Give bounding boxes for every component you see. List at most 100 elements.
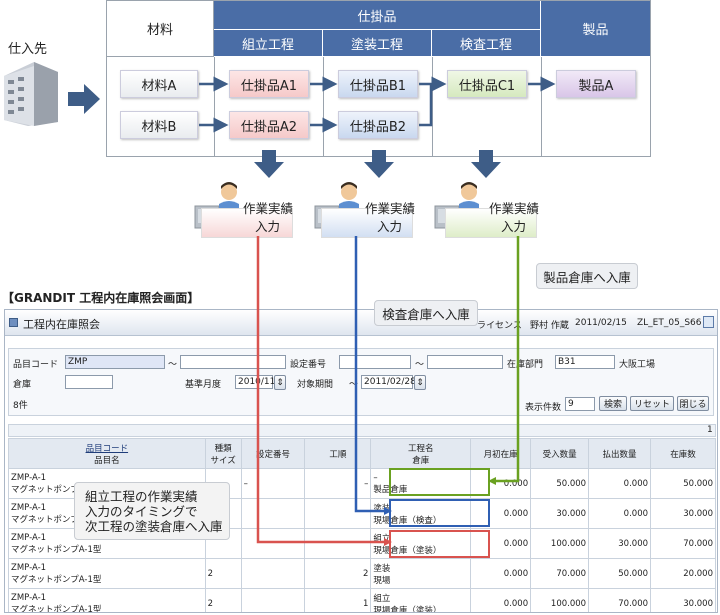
- serial-to-input[interactable]: [427, 355, 503, 369]
- cell-received: 30.000: [530, 498, 590, 529]
- cell-item-code: ZMP-A-1: [11, 502, 47, 513]
- header-material: 材料: [107, 1, 214, 57]
- work-result-line1: 作業実績: [489, 201, 540, 216]
- cell-process-warehouse-pname: 組立: [373, 593, 391, 604]
- item-code-to-input[interactable]: [180, 355, 286, 369]
- cell-process: –: [304, 468, 372, 499]
- cell-stock: 30.000: [650, 588, 716, 612]
- reset-button[interactable]: リセット: [630, 396, 674, 411]
- assembly-note-line3: 次工程の塗装倉庫へ入庫: [85, 518, 223, 534]
- col-item-code[interactable]: 品目コード: [85, 443, 129, 454]
- cell-process-warehouse-wh: 現場: [373, 575, 391, 586]
- column-divider: [541, 57, 542, 157]
- pager-bar: [8, 424, 716, 437]
- warehouse-label: 倉庫: [13, 380, 32, 390]
- column-divider: [432, 57, 433, 157]
- col-process-name: 工程名: [408, 443, 434, 454]
- screen-title: 工程内在庫照会: [23, 318, 100, 331]
- cell-item-code: ZMP-A-1: [11, 592, 47, 603]
- location-code-input[interactable]: B31: [555, 355, 615, 369]
- item-code-label: 品目コード: [13, 360, 59, 370]
- inventory-screen: 工程内在庫照会 ライセンス 野村 作蔵 2011/02/15 ZL_ET_05_…: [4, 309, 718, 613]
- warehouse-input[interactable]: [65, 375, 113, 389]
- cell-process-warehouse-pname: 組立: [373, 533, 391, 544]
- cell-process: 1: [304, 588, 372, 612]
- col-item-name: 品目名: [94, 455, 120, 466]
- cell-serial: [240, 528, 306, 559]
- header-inspection: 検査工程: [432, 30, 541, 57]
- close-button[interactable]: 閉じる: [677, 396, 709, 411]
- base-month-input[interactable]: 2010/11: [235, 375, 275, 389]
- col-process: 工順: [304, 438, 372, 469]
- cell-process-warehouse: 組立現場倉庫（塗装）: [370, 588, 472, 612]
- work-result-line2: 入力: [377, 219, 403, 234]
- assembly-note-line1: 組立工程の作業実績: [85, 488, 198, 504]
- period-stepper[interactable]: ⇕: [414, 375, 426, 390]
- serial-label: 設定番号: [290, 360, 327, 370]
- base-month-stepper[interactable]: ⇕: [274, 375, 286, 390]
- down-arrow-icon: [471, 150, 501, 178]
- work-result-line2: 入力: [501, 219, 527, 234]
- cell-issued: 30.000: [588, 528, 652, 559]
- work-result-assembly: 作業実績 入力: [193, 180, 293, 240]
- col-size: サイズ: [210, 455, 236, 466]
- node-product-a: 製品A: [556, 70, 636, 98]
- cell-item-name: マグネットポンプA-1型: [11, 544, 102, 555]
- cell-received: 100.000: [530, 588, 590, 612]
- license-link[interactable]: ライセンス: [477, 321, 522, 331]
- col-serial: 設定番号: [240, 438, 306, 469]
- item-code-input[interactable]: ZMP: [65, 355, 165, 369]
- search-button[interactable]: 検索: [599, 396, 627, 411]
- col-opening: 月初在庫: [470, 438, 532, 469]
- work-result-painting: 作業実績 入力: [313, 180, 415, 240]
- screen-title-icon: [9, 318, 18, 327]
- cell-received: 50.000: [530, 468, 590, 499]
- supplier-label: 仕入先: [8, 42, 48, 57]
- display-count-select[interactable]: 9: [565, 397, 595, 411]
- cell-received: 100.000: [530, 528, 590, 559]
- header-assembly: 組立工程: [214, 30, 323, 57]
- user-name: 野村 作蔵: [530, 321, 569, 331]
- header-product: 製品: [541, 1, 650, 57]
- cell-item-code: ZMP-A-1: [11, 532, 47, 543]
- cell-item-name: マグネットポンプA-1型: [11, 604, 102, 613]
- node-wip-c1: 仕掛品C1: [447, 70, 527, 98]
- callout-assembly-note: 組立工程の作業実績 入力のタイミングで 次工程の塗装倉庫へ入庫: [74, 482, 230, 540]
- current-date: 2011/02/15: [575, 318, 627, 328]
- building-icon: [4, 62, 58, 126]
- cell-type: 2: [204, 588, 242, 612]
- down-arrow-icon: [254, 150, 284, 178]
- period-label: 対象期間: [297, 380, 334, 390]
- work-result-line2: 入力: [255, 219, 281, 234]
- help-icon[interactable]: [703, 316, 714, 328]
- flow-arrows: [199, 76, 556, 133]
- location-name: 大阪工場: [619, 360, 656, 370]
- period-to-input[interactable]: 2011/02/28: [361, 375, 416, 389]
- cell-item-name: マグネットポンプA-1型: [11, 514, 102, 525]
- range-tilde: ～: [415, 360, 425, 370]
- col-stock: 在庫数: [650, 438, 716, 469]
- node-wip-b2: 仕掛品B2: [338, 111, 418, 139]
- work-result-label: [321, 208, 413, 238]
- cell-issued: 70.000: [588, 588, 652, 612]
- cell-item-code: ZMP-A-1: [11, 472, 47, 483]
- work-result-label: [445, 208, 537, 238]
- header-painting: 塗装工程: [323, 30, 432, 57]
- cell-process-warehouse-wh: 現場倉庫（検査）: [373, 515, 442, 526]
- cell-process-warehouse: 組立現場倉庫（塗装）: [370, 528, 472, 559]
- table-header-row: 品目コード品目名 種類サイズ 設定番号 工順 工程名倉庫 月初在庫 受入数量 払…: [8, 438, 716, 469]
- node-material-b: 材料B: [120, 111, 198, 139]
- cell-process: [304, 528, 372, 559]
- screen-id: ZL_ET_05_S66: [637, 318, 702, 328]
- header-wip: 仕掛品: [214, 1, 541, 30]
- display-count-label: 表示件数: [525, 403, 562, 413]
- callout-inspection-warehouse: 検査倉庫へ入庫: [374, 300, 478, 326]
- col-type: 種類: [214, 443, 232, 454]
- node-wip-a2: 仕掛品A2: [229, 111, 309, 139]
- page-number[interactable]: 1: [707, 425, 713, 435]
- assembly-note-line2: 入力のタイミングで: [85, 503, 198, 519]
